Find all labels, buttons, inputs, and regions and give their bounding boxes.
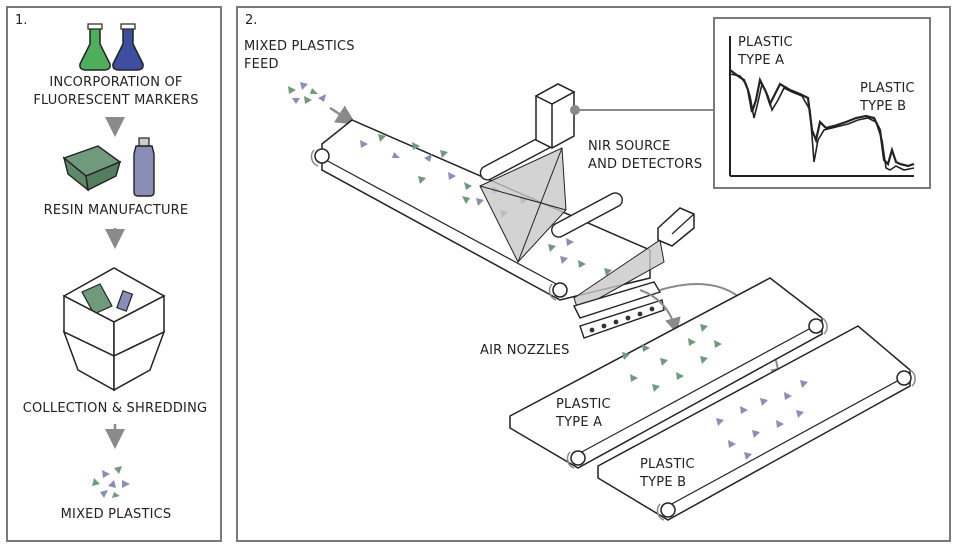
spectrum-plot xyxy=(729,36,915,177)
shredder-bin-icon xyxy=(62,267,166,392)
spectrum-label-a: PLASTIC TYPE A xyxy=(738,35,793,68)
mixed-flakes-icon xyxy=(92,466,130,498)
flask-green-icon xyxy=(79,23,111,71)
spectrum-label-b: PLASTIC TYPE B xyxy=(860,81,915,114)
conveyor-type-b xyxy=(597,325,916,521)
panel-number: 1. xyxy=(15,13,28,28)
step-marker-label: INCORPORATION OF FLUORESCENT MARKERS xyxy=(33,75,199,108)
bottle-icon xyxy=(133,137,155,197)
belt-a-label: PLASTIC TYPE A xyxy=(556,397,611,430)
food-tray-icon xyxy=(62,145,122,192)
air-nozzles-label: AIR NOZZLES xyxy=(480,343,570,358)
nir-label: NIR SOURCE AND DETECTORS xyxy=(588,139,703,172)
step-collection-label: COLLECTION & SHREDDING xyxy=(22,401,208,416)
air-nozzle-sensor-icon xyxy=(573,207,695,311)
conveyor-type-a xyxy=(509,277,828,469)
step-resin-label: RESIN MANUFACTURE xyxy=(43,203,189,218)
main-conveyor xyxy=(310,119,651,301)
step-mixed-label: MIXED PLASTICS xyxy=(60,507,172,522)
sorted-flakes-b xyxy=(716,380,808,460)
air-nozzle-bar-icon xyxy=(573,281,665,339)
sorted-flakes-a xyxy=(622,324,722,392)
deflect-arrow-a xyxy=(639,289,681,334)
belt-b-label: PLASTIC TYPE B xyxy=(640,457,695,490)
flask-blue-icon xyxy=(112,23,144,71)
feed-flakes-icon xyxy=(288,82,326,104)
nir-scanner-icon xyxy=(479,83,714,263)
feed-arrow xyxy=(329,105,357,125)
panel-number: 2. xyxy=(245,13,258,28)
feed-label: MIXED PLASTICS FEED xyxy=(244,39,355,72)
